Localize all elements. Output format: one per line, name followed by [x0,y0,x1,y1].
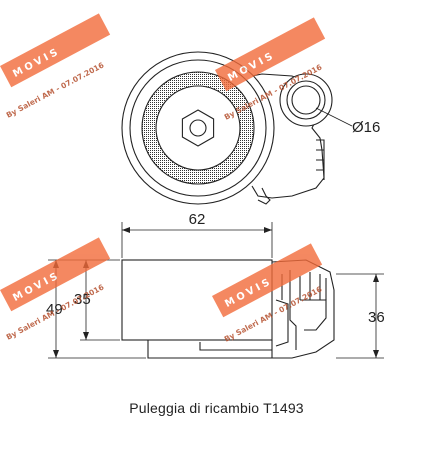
pulley-bottom-flange [147,340,273,359]
diagram-caption: Puleggia di ricambio T1493 [129,400,304,416]
bolt-hole [189,119,207,137]
pulley-rim-circle [129,59,267,197]
watermark-top-left: MOVIS [0,13,111,88]
pivot-boss-outer [279,73,333,127]
side-bracket-ribs [281,270,327,350]
dim-62-label: 62 [189,211,206,228]
bracket-tab [257,187,271,205]
dim-35-label: 35 [74,291,91,308]
hex-nut [181,109,215,147]
diameter-label: Ø16 [352,119,380,136]
bracket-ribs [316,139,325,180]
diameter-leader [315,107,353,127]
side-bracket-pocket [300,299,327,331]
pivot-hole [291,85,321,115]
side-bracket-boss [275,299,289,347]
hub-line [199,342,272,351]
top-view [121,51,353,205]
dim-36-label: 36 [368,309,385,326]
pivot-boss-inner [286,80,326,120]
dim-49-label: 49 [46,301,63,318]
